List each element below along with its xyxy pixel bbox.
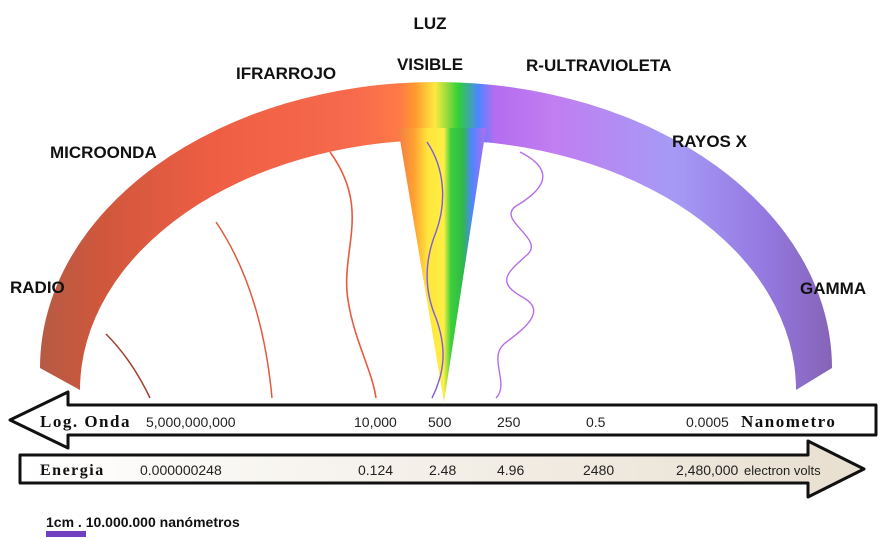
infrared-wave [329,151,377,399]
wavelength-value: 500 [428,414,452,430]
wavelength-value: 10,000 [354,414,397,430]
wavelength-value: 5,000,000,000 [146,414,236,430]
label-microwave: MICROONDA [50,143,157,162]
visible-wave [426,141,444,399]
wavelength-value: 0.5 [586,414,606,430]
energy-value: 2.48 [429,462,456,478]
ultraviolet-wave [495,151,544,399]
energy-scale-label: Energia [40,462,105,479]
microwave-wave [215,221,273,399]
label-infrared: IFRARROJO [236,64,336,83]
energy-value: 0.000000248 [140,462,222,478]
scale-bar [46,531,86,537]
label-ultraviolet: R-ULTRAVIOLETA [526,56,671,75]
energy-values: 0.000000248 0.124 2.48 4.96 2480 2,480,0… [140,462,738,478]
energy-value: 0.124 [358,462,393,478]
energy-value: 2480 [583,462,614,478]
label-visible-line1: LUZ [413,14,446,33]
energy-value: 2,480,000 [676,462,738,478]
wavelength-unit: Nanometro [741,412,836,431]
scale-note: 1cm . 10.000.000 nanómetros [46,514,240,530]
wavelength-value: 0.0005 [686,414,729,430]
energy-value: 4.96 [497,462,524,478]
wavelength-values: 5,000,000,000 10,000 500 250 0.5 0.0005 [146,414,729,430]
wavelength-scale-label: Log. Onda [40,412,131,431]
visible-light-wedge [398,128,486,402]
label-visible-line2: VISIBLE [397,55,463,74]
energy-arrow [18,439,866,499]
energy-unit: electron volts [744,463,821,478]
label-xray: RAYOS X [672,132,748,151]
spectrum-arc [40,82,832,390]
radio-wave [105,333,151,399]
wavelength-arrow [8,390,878,450]
label-radio: RADIO [10,278,65,297]
label-gamma: GAMMA [800,279,866,298]
wavelength-value: 250 [497,414,521,430]
